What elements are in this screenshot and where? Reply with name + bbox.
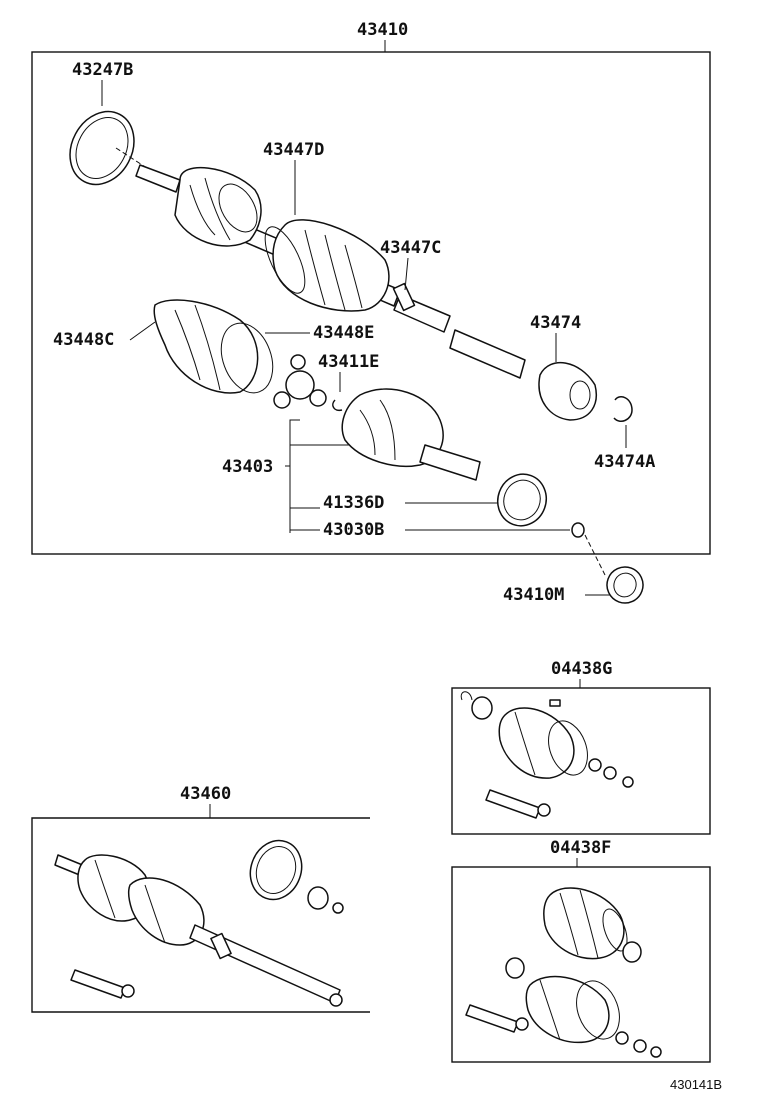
label-04438g[interactable]: 04438G: [551, 659, 612, 679]
part-43247b-ring[interactable]: [58, 100, 147, 195]
shaft-43460-clamps[interactable]: [242, 833, 344, 914]
assembly-04438g: 04438G: [451, 659, 711, 835]
frame-43460: [31, 817, 370, 1013]
label-43411e[interactable]: 43411E: [318, 352, 379, 372]
illustration-code: 430141B: [670, 1077, 722, 1092]
kit-g-grease-tube[interactable]: [485, 789, 551, 819]
label-43474a[interactable]: 43474A: [594, 452, 655, 472]
label-43410m[interactable]: 43410M: [503, 585, 564, 605]
kit-f-boot-lower[interactable]: [505, 957, 627, 1045]
label-43474[interactable]: 43474: [530, 313, 581, 333]
assembly-43410: 43410 43247B: [31, 20, 711, 576]
label-43447d[interactable]: 43447D: [263, 140, 324, 160]
centerline-43410m: [584, 534, 606, 576]
part-43411e-tripod[interactable]: [273, 354, 343, 412]
frame-04438f: [451, 866, 711, 1063]
part-43447c-inboard-boot[interactable]: [257, 219, 416, 312]
label-41336d[interactable]: 41336D: [323, 493, 384, 513]
kit-f-boot-upper[interactable]: [543, 887, 642, 963]
label-43460[interactable]: 43460: [180, 784, 231, 804]
kit-f-rings[interactable]: [615, 1031, 662, 1058]
label-43247b[interactable]: 43247B: [72, 60, 133, 80]
assembly-43460: 43460: [31, 784, 370, 1013]
label-43448e[interactable]: 43448E: [313, 323, 374, 343]
leader-43403: [285, 419, 300, 467]
part-43447d-outboard-boot[interactable]: [174, 167, 265, 247]
label-43447c[interactable]: 43447C: [380, 238, 441, 258]
frame-04438g: [451, 687, 711, 835]
part-43448c-boot[interactable]: [153, 299, 282, 400]
part-43474-bearing[interactable]: [449, 329, 597, 421]
label-43030b[interactable]: 43030B: [323, 520, 384, 540]
kit-g-boot[interactable]: [498, 707, 594, 781]
leader-43447c: [404, 257, 409, 291]
label-43410[interactable]: 43410: [357, 20, 408, 40]
shaft-43460-bar[interactable]: [189, 924, 343, 1007]
part-41336d-ring[interactable]: [491, 467, 554, 532]
label-43403[interactable]: 43403: [222, 457, 273, 477]
kit-g-rings[interactable]: [549, 699, 634, 788]
part-43410m-seal[interactable]: [602, 562, 648, 608]
label-43448c[interactable]: 43448C: [53, 330, 114, 350]
kit-g-clamp[interactable]: [460, 691, 493, 720]
part-43403-housing[interactable]: [341, 388, 481, 481]
part-43474a-snap-ring[interactable]: [613, 396, 633, 422]
shaft-43460-grease-tube[interactable]: [70, 969, 135, 999]
kit-f-grease-tube[interactable]: [465, 1004, 529, 1033]
label-04438f[interactable]: 04438F: [550, 838, 611, 858]
leader-43448c: [129, 321, 156, 341]
frame-43410: [31, 51, 711, 555]
part-43030b-plug[interactable]: [571, 522, 585, 538]
assembly-04438f: 04438F: [451, 838, 711, 1063]
shaft-43460-outboard-joint[interactable]: [54, 854, 205, 946]
